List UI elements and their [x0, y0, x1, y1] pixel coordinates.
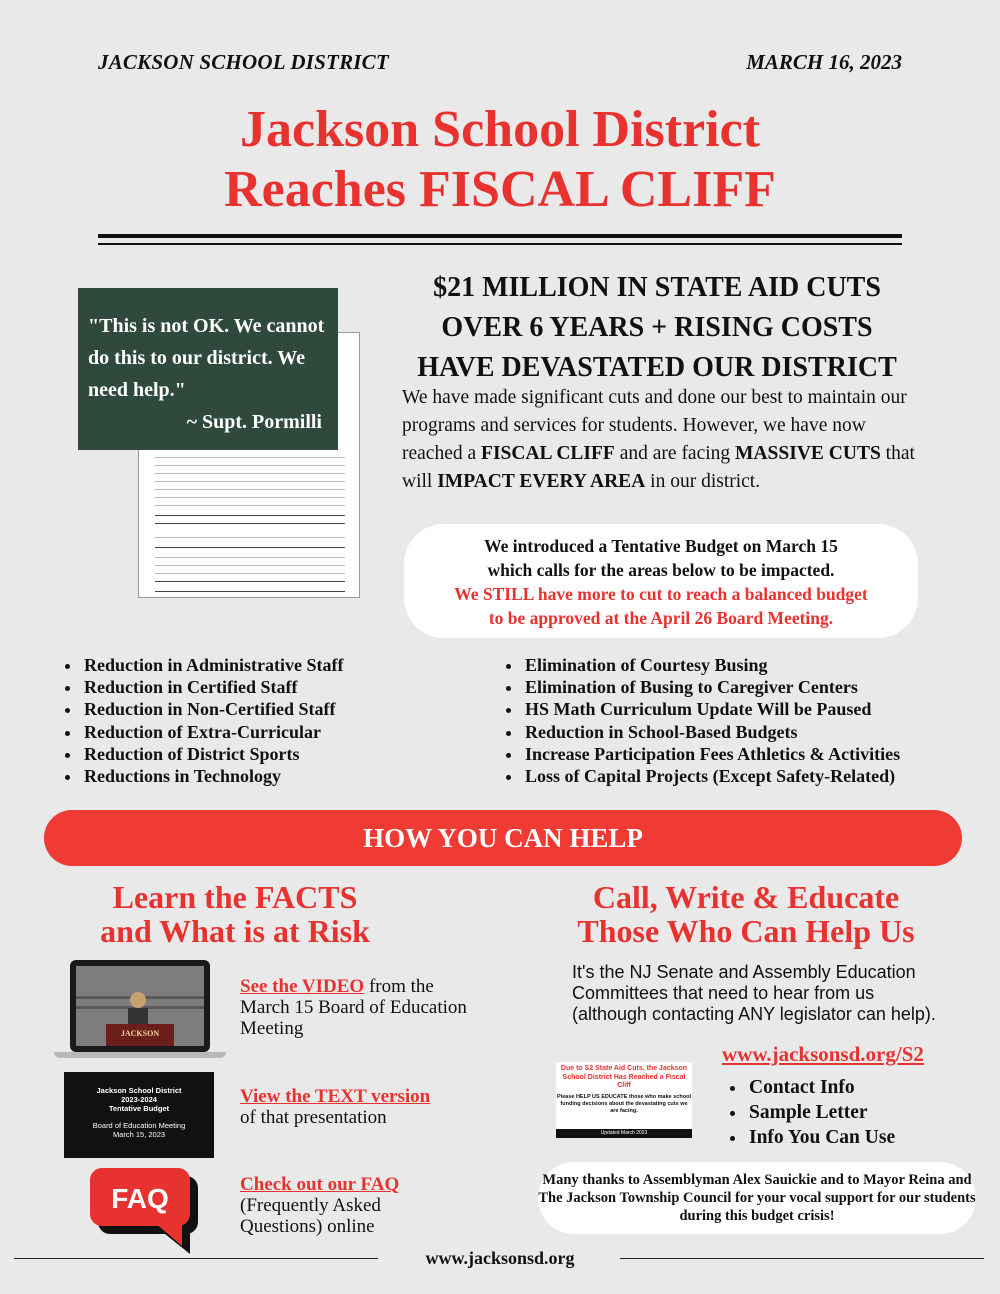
headline-line-1: $21 MILLION IN STATE AID CUTS: [433, 272, 881, 303]
presentation-thumbnail[interactable]: Jackson School District 2023-2024 Tentat…: [64, 1072, 214, 1158]
call-write-heading: Call, Write & Educate Those Who Can Help…: [577, 879, 915, 949]
state-aid-headline: $21 MILLION IN STATE AID CUTS OVER 6 YEA…: [372, 268, 942, 388]
list-item: Sample Letter: [747, 1100, 895, 1125]
laptop-base: [54, 1052, 226, 1058]
list-item: Reductions in Technology: [82, 765, 344, 787]
footer-website-link[interactable]: www.jacksonsd.org: [425, 1248, 575, 1268]
headline-line-3: HAVE DEVASTATED OUR DISTRICT: [417, 352, 897, 383]
page-title: Jackson School District Reaches FISCAL C…: [0, 100, 1000, 220]
list-item: Elimination of Courtesy Busing: [523, 654, 900, 676]
quote-text: "This is not OK. We cannot do this to ou…: [88, 315, 325, 401]
list-item: HS Math Curriculum Update Will be Paused: [523, 698, 900, 720]
superintendent-quote: "This is not OK. We cannot do this to ou…: [78, 288, 338, 450]
s2-resources-list: Contact Info Sample Letter Info You Can …: [725, 1075, 895, 1150]
thanks-callout: Many thanks to Assemblyman Alex Sauickie…: [538, 1162, 976, 1234]
footer-rule-left: [14, 1258, 378, 1259]
s2-flyer-thumbnail[interactable]: Due to S2 State Aid Cuts, the Jackson Sc…: [556, 1062, 692, 1138]
list-item: Reduction in Administrative Staff: [82, 654, 344, 676]
video-thumbnail[interactable]: JACKSON: [70, 960, 210, 1052]
faq-link-block: Check out our FAQ (Frequently Asked Ques…: [240, 1174, 460, 1237]
title-line-2: Reaches FISCAL CLIFF: [224, 161, 776, 218]
video-screen: JACKSON: [76, 966, 204, 1046]
s2-link[interactable]: www.jacksonsd.org/S2: [722, 1042, 924, 1066]
text-version-block: View the TEXT version of that presentati…: [240, 1086, 480, 1128]
how-you-can-help-banner: HOW YOU CAN HELP: [44, 810, 962, 866]
list-item: Reduction in School-Based Budgets: [523, 721, 900, 743]
title-rule-thin: [98, 243, 902, 245]
faq-icon-label: FAQ: [111, 1183, 169, 1214]
list-item: Contact Info: [747, 1075, 895, 1100]
header-district: JACKSON SCHOOL DISTRICT: [98, 50, 389, 74]
list-item: Reduction of District Sports: [82, 743, 344, 765]
list-item: Reduction in Non-Certified Staff: [82, 698, 344, 720]
title-line-1: Jackson School District: [240, 101, 760, 158]
cuts-list-left: Reduction in Administrative Staff Reduct…: [60, 654, 344, 787]
list-item: Elimination of Busing to Caregiver Cente…: [523, 676, 900, 698]
list-item: Info You Can Use: [747, 1125, 895, 1150]
podium-sign: JACKSON: [121, 1029, 159, 1038]
header-date: MARCH 16, 2023: [746, 50, 902, 74]
see-video-link[interactable]: See the VIDEO: [240, 976, 365, 997]
footer-rule-right: [620, 1258, 984, 1259]
text-version-link[interactable]: View the TEXT version: [240, 1086, 431, 1107]
learn-facts-heading: Learn the FACTS and What is at Risk: [100, 879, 370, 949]
faq-link[interactable]: Check out our FAQ: [240, 1174, 400, 1195]
board-meeting-scene-icon: JACKSON: [76, 966, 204, 1046]
title-rule-thick: [98, 234, 902, 238]
legislator-paragraph: It's the NJ Senate and Assembly Educatio…: [572, 962, 936, 1024]
list-item: Reduction of Extra-Curricular: [82, 721, 344, 743]
cuts-list-right: Elimination of Courtesy Busing Eliminati…: [501, 654, 900, 787]
list-item: Reduction in Certified Staff: [82, 676, 344, 698]
quote-attribution: ~ Supt. Pormilli: [186, 411, 322, 433]
list-item: Loss of Capital Projects (Except Safety-…: [523, 765, 900, 787]
tentative-budget-callout: We introduced a Tentative Budget on Marc…: [404, 524, 918, 638]
intro-paragraph: We have made significant cuts and done o…: [402, 387, 915, 492]
list-item: Increase Participation Fees Athletics & …: [523, 743, 900, 765]
faq-icon[interactable]: FAQ: [90, 1168, 214, 1254]
headline-line-2: OVER 6 YEARS + RISING COSTS: [441, 312, 873, 343]
video-link-block: See the VIDEO from the March 15 Board of…: [240, 976, 467, 1039]
